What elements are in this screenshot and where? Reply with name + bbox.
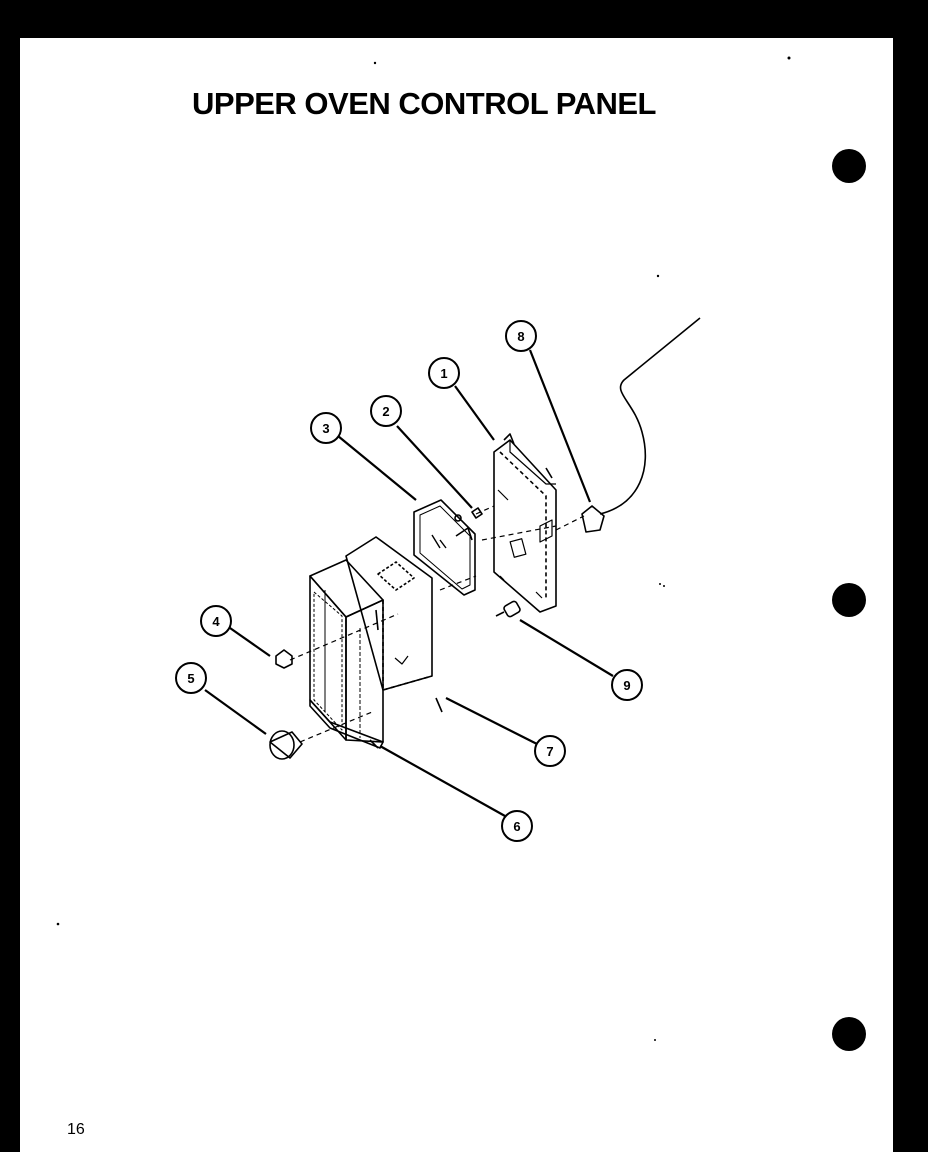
assembly-guide-lines [289,505,585,743]
callout-7: 7 [534,735,566,767]
callout-9: 9 [611,669,643,701]
binder-hole-top [832,149,866,183]
temperature-sensor [581,317,701,533]
mounting-bracket [493,433,557,613]
binder-hole-bottom [832,1017,866,1051]
binder-hole-middle [832,583,866,617]
page-number: 16 [67,1121,85,1138]
svg-text:4: 4 [212,614,220,629]
control-knob [269,730,303,760]
svg-text:8: 8 [517,329,524,344]
manual-page: UPPER OVEN CONTROL PANEL 16 [20,38,893,1152]
control-overlay-panel [345,536,443,713]
callout-1: 1 [428,357,460,389]
svg-text:1: 1 [440,366,447,381]
callout-3: 3 [310,412,342,444]
callout-8: 8 [505,320,537,352]
leader-lines [204,349,614,817]
callout-2: 2 [370,395,402,427]
svg-text:7: 7 [546,744,553,759]
callout-4: 4 [200,605,232,637]
connector-plug [495,600,521,618]
svg-text:3: 3 [322,421,329,436]
svg-text:9: 9 [623,678,630,693]
svg-text:2: 2 [382,404,389,419]
svg-text:6: 6 [513,819,520,834]
control-panel-housing [309,559,384,749]
clip-part [471,507,483,519]
svg-text:5: 5 [187,671,194,686]
display-board [413,499,476,596]
scan-specks [56,56,791,1041]
callout-5: 5 [175,662,207,694]
knob-stem [275,649,293,669]
callout-6: 6 [501,810,533,842]
